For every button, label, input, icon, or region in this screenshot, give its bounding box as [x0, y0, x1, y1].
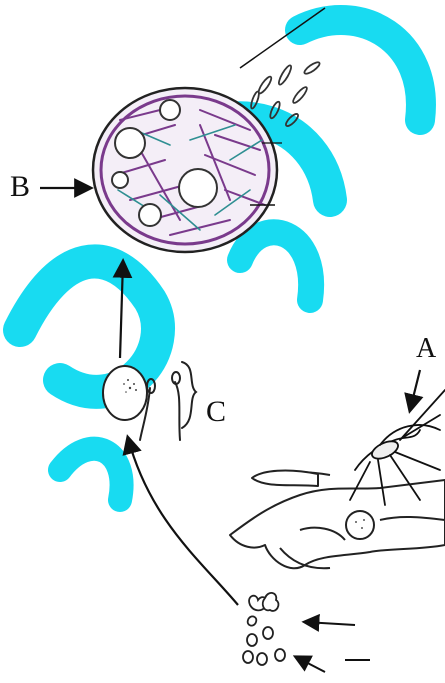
label-c: C [206, 397, 226, 427]
label-a-arrow [410, 370, 420, 410]
gametocyte-icon [243, 593, 285, 665]
label-b: B [10, 172, 30, 202]
hand-icon [230, 471, 445, 569]
gamete-arrow-lower [296, 657, 325, 672]
gametes-to-zygote-arrow [128, 438, 238, 605]
watermark [20, 20, 421, 500]
zygote-icon [103, 366, 147, 420]
gamete-arrow-upper [305, 622, 355, 625]
label-a: A [416, 335, 436, 363]
